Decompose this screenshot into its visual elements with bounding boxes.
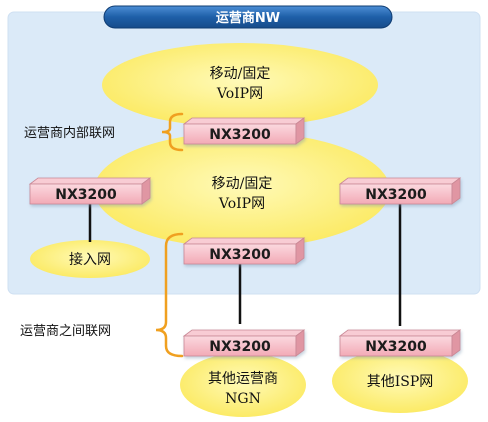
cloud-voip-middle xyxy=(94,132,390,248)
cloud-other-isp xyxy=(332,349,468,413)
other-isp-label: 其他ISP网 xyxy=(367,374,434,390)
router-bottom-right[interactable]: NX3200 xyxy=(338,329,462,357)
operator-interop-label: 运营商之间联网 xyxy=(20,324,111,339)
router-right-label: NX3200 xyxy=(365,187,427,203)
ngn-line2: NGN xyxy=(225,391,261,407)
router-bottom-left[interactable]: NX3200 xyxy=(182,329,306,357)
router-left[interactable]: NX3200 xyxy=(28,177,152,205)
ngn-line1: 其他运营商 xyxy=(208,371,278,387)
cloud-other-operator-ngn xyxy=(180,353,306,417)
voip-middle-line2: VoIP网 xyxy=(218,196,265,212)
bracket-operator-interop xyxy=(155,232,184,358)
connection-lines xyxy=(88,204,402,326)
router-center[interactable]: NX3200 xyxy=(182,237,306,265)
voip-top-line2: VoIP网 xyxy=(216,86,263,102)
router-top[interactable]: NX3200 xyxy=(182,117,306,145)
router-center-label: NX3200 xyxy=(209,247,271,263)
router-bottom-left-label: NX3200 xyxy=(209,339,271,355)
access-network-label: 接入网 xyxy=(69,251,111,268)
router-bottom-right-label: NX3200 xyxy=(365,339,427,355)
voip-middle-line1: 移动/固定 xyxy=(212,176,273,192)
operator-internal-label: 运营商内部联网 xyxy=(24,125,115,141)
router-right[interactable]: NX3200 xyxy=(338,177,462,205)
bracket-operator-internal xyxy=(161,112,184,152)
cloud-voip-top xyxy=(102,43,378,127)
cloud-access-network xyxy=(30,240,150,278)
voip-top-line1: 移动/固定 xyxy=(210,66,271,82)
router-left-label: NX3200 xyxy=(55,187,117,203)
title-bar: 运营商NW xyxy=(103,5,393,29)
router-top-label: NX3200 xyxy=(209,127,271,143)
diagram-title: 运营商NW xyxy=(216,10,280,26)
